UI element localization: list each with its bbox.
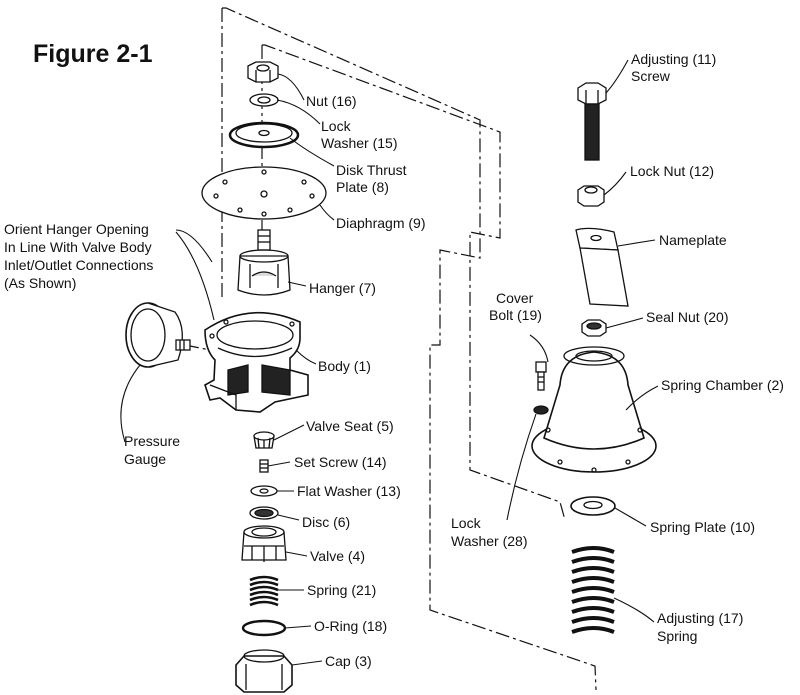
body-part: [204, 311, 309, 413]
nameplate-part: [575, 227, 629, 307]
label-set-screw-14: Set Screw (14): [294, 454, 387, 470]
inner-assembly-line: [262, 44, 566, 521]
spring-21-part: [249, 575, 279, 607]
label-disk-thrust-plate-line1: Disk Thrust: [336, 162, 407, 178]
label-adjusting-spring-line2: Spring: [657, 628, 698, 644]
label-lock-nut-12: Lock Nut (12): [630, 163, 715, 179]
seal-nut-part: [581, 319, 607, 337]
disc-part: [249, 506, 279, 520]
valve-part: [241, 525, 287, 562]
label-diaphragm-9: Diaphragm (9): [336, 215, 426, 231]
label-pressure-gauge-line1: Pressure: [124, 433, 181, 449]
set-screw-part: [259, 459, 269, 473]
label-valve-4: Valve (4): [310, 548, 365, 564]
figure-title: Figure 2-1: [33, 40, 153, 68]
label-pressure-gauge-line2: Gauge: [124, 451, 167, 467]
lock-washer-28-part: [533, 405, 549, 415]
label-orient-line4: (As Shown): [4, 275, 77, 291]
label-hanger-7: Hanger (7): [309, 280, 376, 296]
label-body-1: Body (1): [318, 358, 371, 374]
spring-chamber-part: [531, 346, 657, 473]
label-orient-line3: Inlet/Outlet Connections: [4, 257, 154, 273]
spring-plate-part: [570, 496, 616, 516]
disk-thrust-plate-part: [228, 121, 300, 149]
cap-part: [235, 649, 293, 693]
label-disk-thrust-plate-line2: Plate (8): [336, 179, 389, 195]
label-lock-washer-15-line1: Lock: [321, 118, 351, 134]
label-nameplate: Nameplate: [659, 232, 727, 248]
label-orient-line1: Orient Hanger Opening: [4, 221, 149, 237]
label-seal-nut-20: Seal Nut (20): [646, 309, 729, 325]
adjusting-spring-part: [571, 546, 615, 634]
label-adjusting-screw-line2: Screw: [631, 68, 670, 84]
label-valve-seat-5: Valve Seat (5): [306, 418, 394, 434]
lock-washer-15-part: [249, 93, 279, 107]
label-cover-bolt-line1: Cover: [496, 290, 534, 306]
label-disc-6: Disc (6): [302, 514, 351, 530]
o-ring-part: [241, 619, 287, 637]
cover-bolt-part: [535, 361, 547, 391]
pressure-gauge-part: [125, 302, 191, 368]
label-flat-washer-13: Flat Washer (13): [297, 483, 401, 499]
label-spring-chamber-2: Spring Chamber (2): [661, 377, 784, 393]
label-nut-16: Nut (16): [306, 93, 357, 109]
label-spring-plate-10: Spring Plate (10): [650, 519, 756, 535]
label-cover-bolt-line2: Bolt (19): [489, 307, 542, 323]
outer-assembly-line: [222, 7, 597, 691]
label-lock-washer-15-line2: Washer (15): [321, 135, 398, 151]
label-adjusting-spring-line1: Adjusting (17): [657, 610, 744, 626]
label-orient-line2: In Line With Valve Body: [4, 239, 152, 255]
label-lock-washer-28-line2: Washer (28): [451, 533, 528, 549]
adjusting-screw-part: [577, 82, 607, 161]
label-o-ring-18: O-Ring (18): [314, 618, 388, 634]
nut-16-part: [247, 61, 279, 83]
flat-washer-part: [250, 485, 278, 497]
label-adjusting-screw-line1: Adjusting (11): [631, 51, 717, 67]
label-spring-21: Spring (21): [307, 582, 377, 598]
hanger-part: [237, 229, 291, 296]
label-lock-washer-28-line1: Lock: [451, 515, 481, 531]
lock-nut-12-part: [577, 185, 605, 207]
valve-seat-part: [253, 431, 275, 449]
label-cap-3: Cap (3): [325, 653, 372, 669]
diaphragm-part: [201, 166, 327, 220]
leader-lines: [120, 59, 659, 666]
